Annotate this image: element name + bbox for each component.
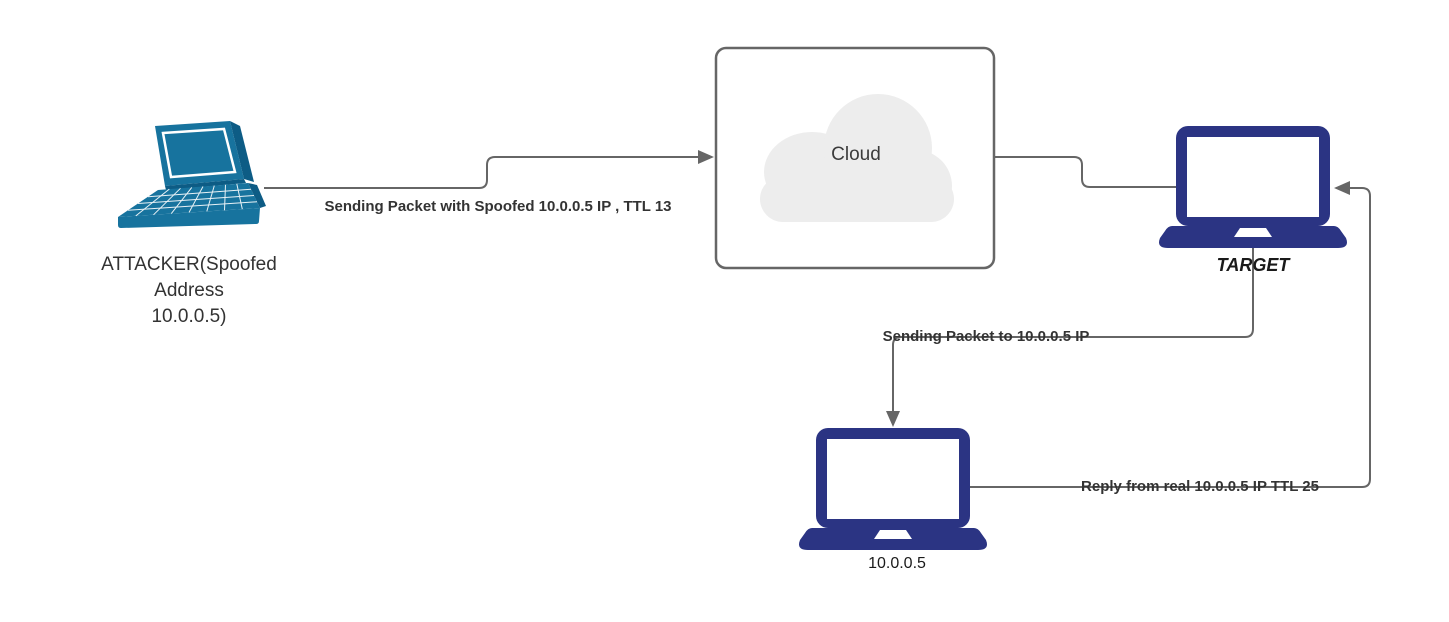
arrowhead-left-icon <box>1334 181 1350 195</box>
arrowhead-down-icon <box>886 411 900 427</box>
edge-label-reply-real: Reply from real 10.0.0.5 IP TTL 25 <box>1081 478 1319 495</box>
edge-label-spoofed-packet: Sending Packet with Spoofed 10.0.0.5 IP … <box>324 198 672 215</box>
keyboard-grid <box>127 183 258 217</box>
target-laptop-icon <box>1159 126 1347 248</box>
real-host-label: 10.0.0.5 <box>868 555 926 572</box>
edge-cloud-to-target <box>994 156 1178 188</box>
target-label: TARGET <box>1216 255 1290 275</box>
edge-label-send-to-real: Sending Packet to 10.0.0.5 IP <box>882 328 1090 345</box>
arrowhead-right-icon <box>698 150 714 164</box>
cloud-icon <box>760 94 954 222</box>
real-host-laptop-icon <box>799 428 987 550</box>
attacker-label: ATTACKER(Spoofed Address 10.0.0.5) <box>101 254 277 327</box>
edge-real-host-to-target <box>970 187 1371 488</box>
edge-attacker-to-cloud <box>264 156 698 189</box>
connector-lines <box>264 156 1371 488</box>
connector-arrowheads <box>698 150 1350 427</box>
edge-target-to-real-host <box>892 248 1254 411</box>
attacker-laptop-icon <box>118 121 266 228</box>
cloud-label: Cloud <box>831 144 881 165</box>
cloud-node <box>714 46 996 270</box>
